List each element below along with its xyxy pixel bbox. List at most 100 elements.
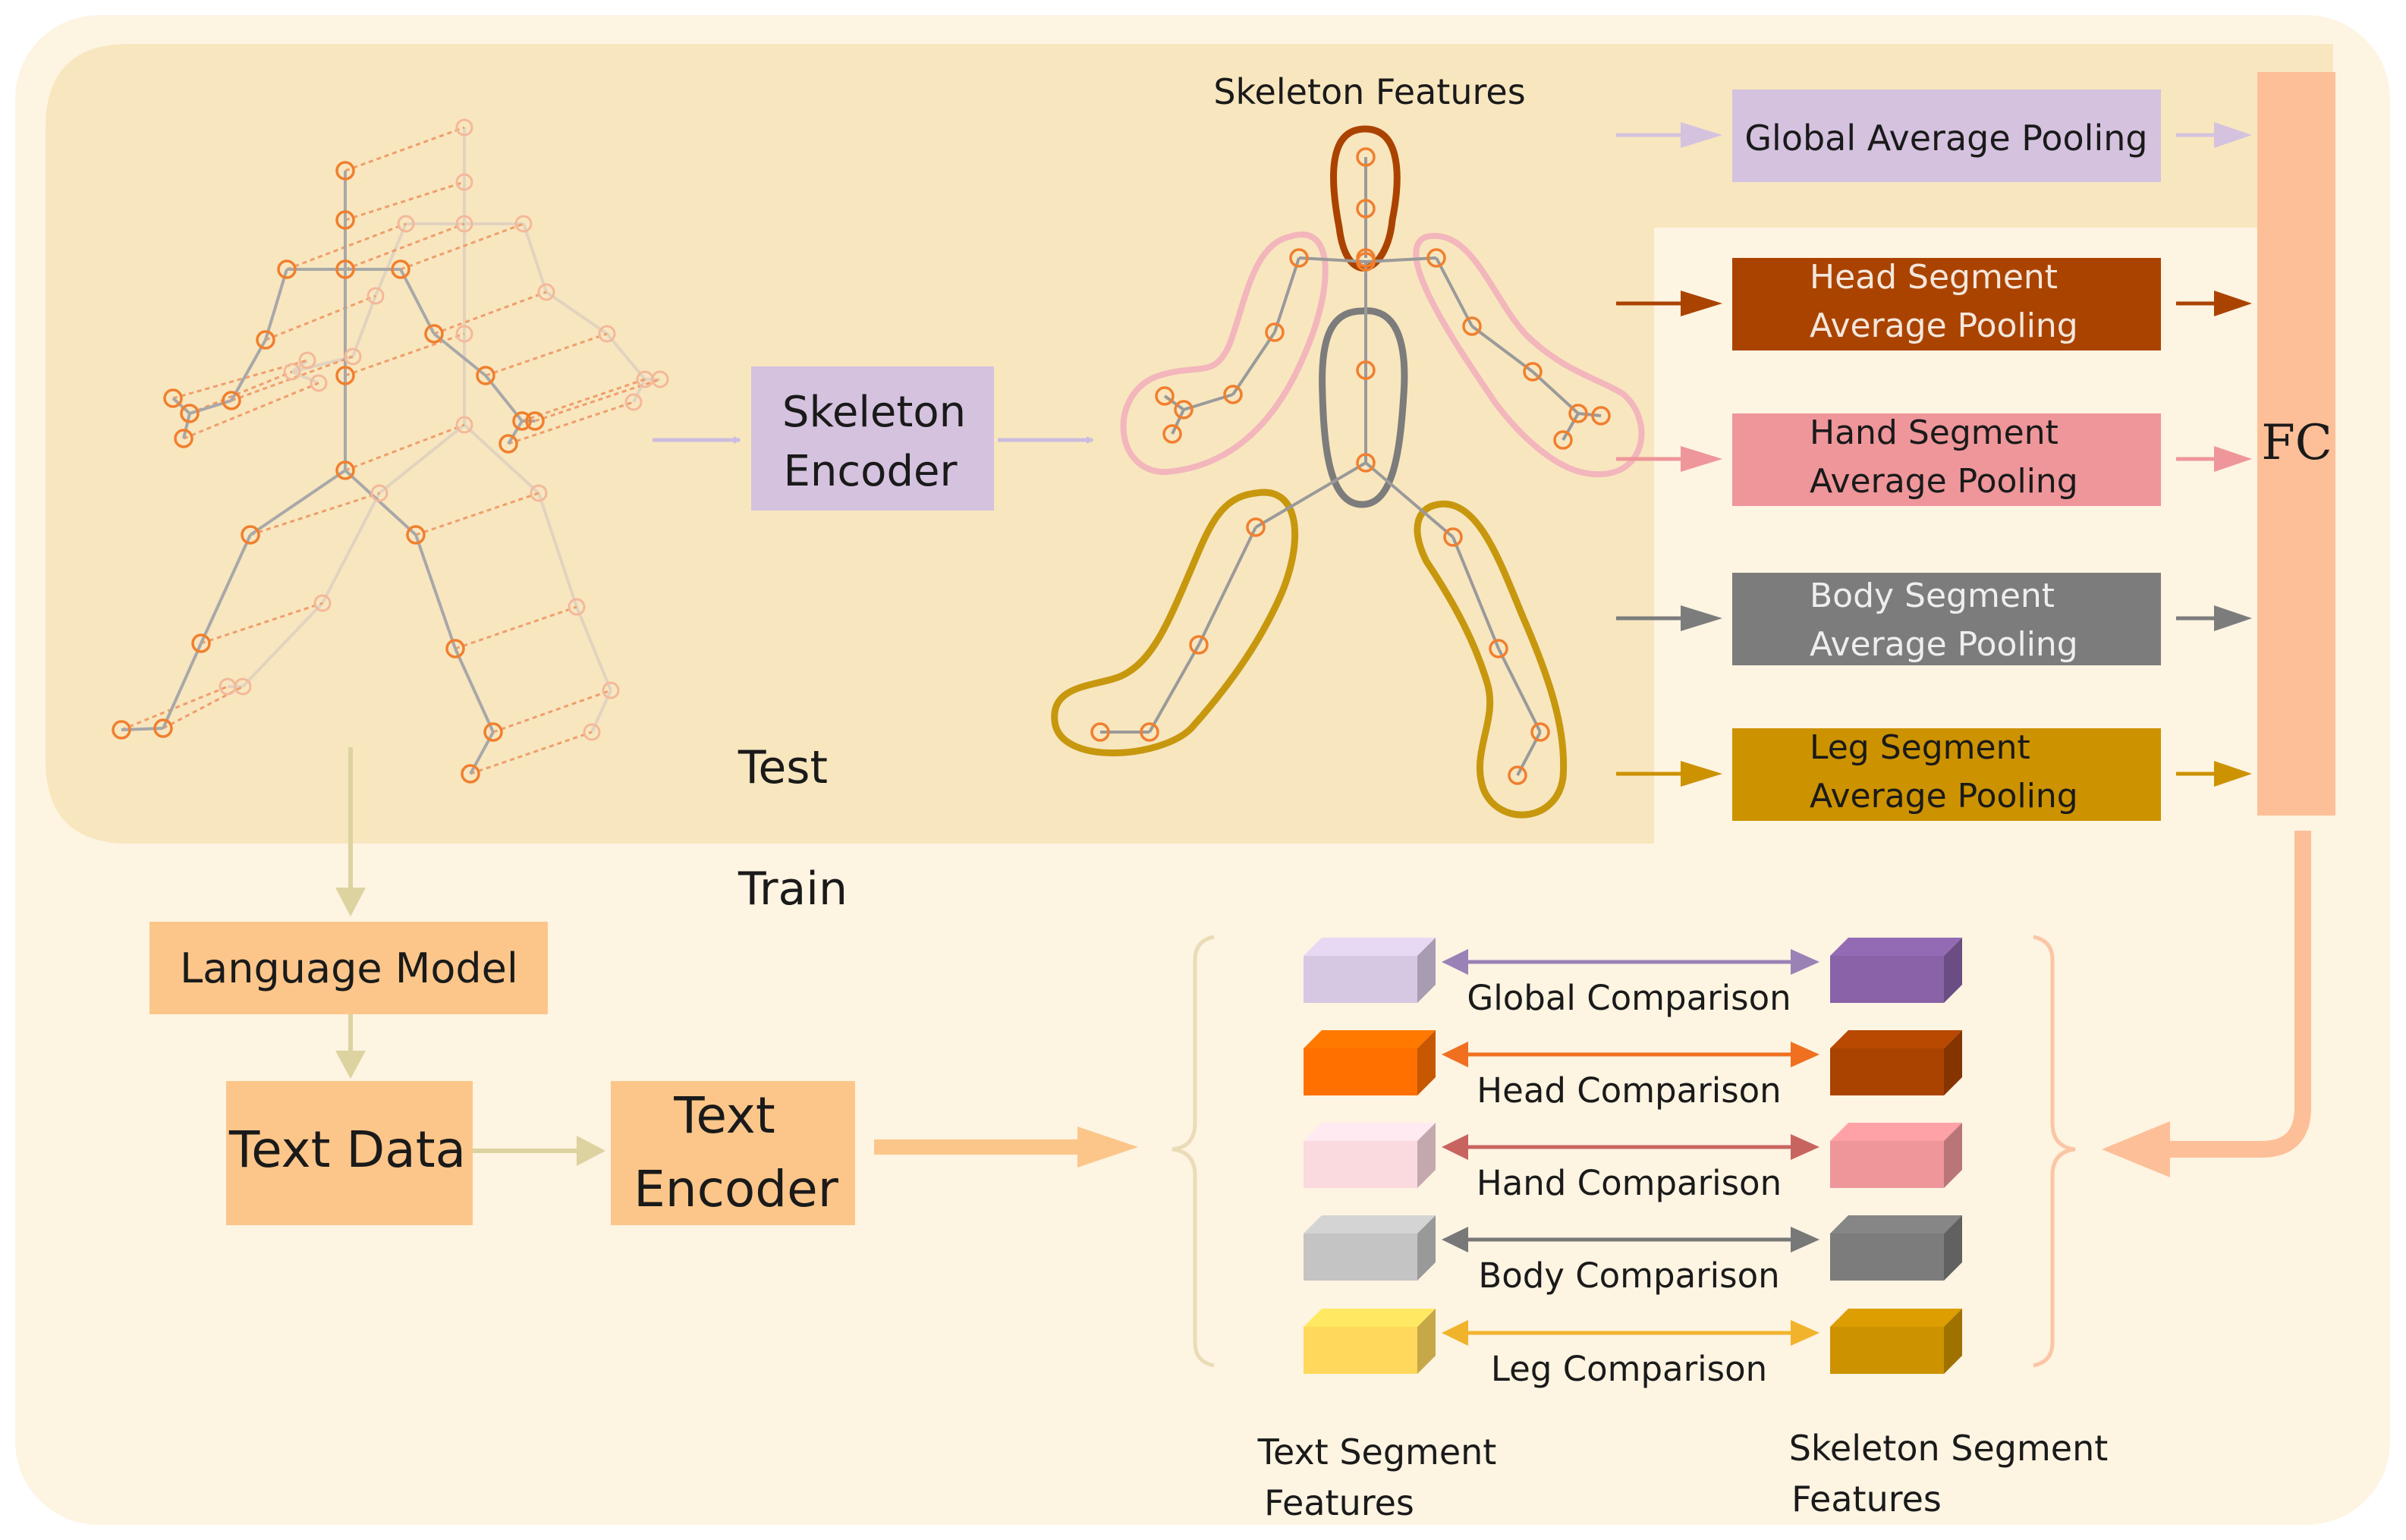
leg-pooling-label-1: Leg Segment	[1810, 728, 2030, 767]
text-segment-label-2: Features	[1264, 1482, 1414, 1523]
front-bone	[399, 269, 436, 335]
arrowhead-comparisons	[1077, 1127, 1138, 1168]
feature-joint	[1140, 722, 1159, 742]
skeleton-segment-label-2: Features	[1791, 1479, 1942, 1520]
temporal-link	[344, 126, 465, 172]
back-joint	[219, 677, 237, 696]
skeleton-joints	[1090, 147, 1611, 785]
cube-side	[1417, 1309, 1436, 1374]
comparison-label: Hand Comparison	[1477, 1163, 1782, 1203]
head-pooling-box	[1732, 258, 2161, 350]
front-bone	[182, 413, 191, 439]
pooling-boxes: Global Average Pooling Head Segment Aver…	[1732, 90, 2161, 821]
front-joint	[112, 720, 131, 740]
left-leg-outline	[1051, 489, 1298, 756]
front-joint	[335, 460, 355, 480]
feature-joint	[1223, 385, 1243, 404]
feature-bone	[1497, 648, 1542, 733]
cube-side	[1944, 938, 1962, 1003]
feature-joint	[1523, 362, 1543, 382]
back-joint	[537, 283, 555, 301]
skeleton-feature-cube	[1830, 1030, 1962, 1095]
front-bone	[171, 397, 191, 415]
back-joint	[583, 723, 601, 741]
front-bone	[249, 469, 347, 536]
feature-bone	[1577, 412, 1602, 417]
skeleton-features-title: Skeleton Features	[1213, 71, 1525, 112]
temporal-link	[121, 685, 228, 731]
front-bone	[454, 648, 495, 733]
left-hand-outline	[1120, 231, 1329, 476]
comparison-label: Leg Comparison	[1491, 1349, 1767, 1389]
arrowhead-to-fc	[2214, 761, 2252, 787]
front-joint	[335, 161, 355, 181]
back-bone	[378, 423, 466, 495]
front-joint	[525, 411, 545, 431]
cube-side	[1417, 938, 1436, 1003]
comparison-arrowhead-left	[1442, 949, 1468, 975]
back-bone	[522, 223, 548, 293]
feature-joint	[1289, 248, 1309, 268]
skeleton-encoder-box: Skeleton Encoder	[751, 366, 994, 511]
feature-bone	[1171, 409, 1185, 435]
front-joint	[222, 391, 241, 410]
body-pooling-box	[1732, 573, 2161, 665]
front-joint	[424, 324, 444, 344]
cube-side	[1417, 1030, 1436, 1095]
feature-bone	[1365, 256, 1437, 263]
back-joint	[366, 287, 385, 305]
hand-pooling-box	[1732, 413, 2161, 506]
feature-joint	[1189, 635, 1209, 655]
front-bone	[432, 332, 487, 377]
back-bone	[463, 423, 540, 495]
feature-joint	[1462, 316, 1482, 336]
feature-bone	[1298, 256, 1367, 263]
cube-side	[1944, 1030, 1962, 1095]
cube-top	[1830, 938, 1962, 956]
cube-front	[1830, 1327, 1944, 1374]
back-bone	[575, 606, 612, 691]
leg-pooling-box	[1732, 728, 2161, 821]
cube-top	[1304, 938, 1436, 956]
back-joint	[455, 416, 473, 434]
arrowhead-to-pooling	[1681, 122, 1722, 148]
back-joint	[568, 598, 586, 616]
arrowhead-to-fc	[2214, 291, 2252, 316]
front-joint	[391, 259, 410, 279]
test-label: Test	[738, 741, 828, 794]
cube-top	[1830, 1215, 1962, 1234]
front-joint	[445, 639, 465, 658]
arrowhead-text-data	[335, 1051, 366, 1079]
feature-bone	[1435, 257, 1473, 327]
back-bone	[374, 223, 407, 297]
skeleton-features-figure	[1051, 125, 1645, 819]
cube-top	[1304, 1030, 1436, 1048]
front-bone	[200, 534, 252, 644]
text-encoder-box	[611, 1081, 855, 1225]
temporal-link	[250, 492, 380, 536]
feature-bone	[1470, 325, 1534, 373]
feature-joint	[1356, 252, 1376, 272]
skeleton-feature-cube	[1830, 938, 1962, 1003]
back-bone	[537, 492, 578, 608]
back-joint	[370, 484, 388, 502]
text-feature-cube	[1304, 938, 1436, 1003]
cube-top	[1830, 1123, 1962, 1141]
cube-top	[1304, 1123, 1436, 1141]
arrowhead-to-pooling	[1681, 446, 1722, 472]
temporal-link	[433, 291, 547, 335]
front-bone	[264, 269, 288, 341]
skeleton-feature-cube	[1830, 1215, 1962, 1281]
feature-joint	[1174, 400, 1194, 420]
front-bone	[162, 643, 203, 729]
head-pooling-label-2: Average Pooling	[1810, 306, 2078, 345]
text-segment-label-1: Text Segment	[1257, 1432, 1497, 1472]
feature-bone	[1197, 526, 1257, 646]
feature-joint	[1155, 386, 1175, 406]
feature-bone	[1231, 331, 1276, 396]
input-skeleton-sequence	[112, 118, 669, 784]
cube-front	[1304, 1141, 1417, 1188]
front-joint	[335, 259, 355, 279]
